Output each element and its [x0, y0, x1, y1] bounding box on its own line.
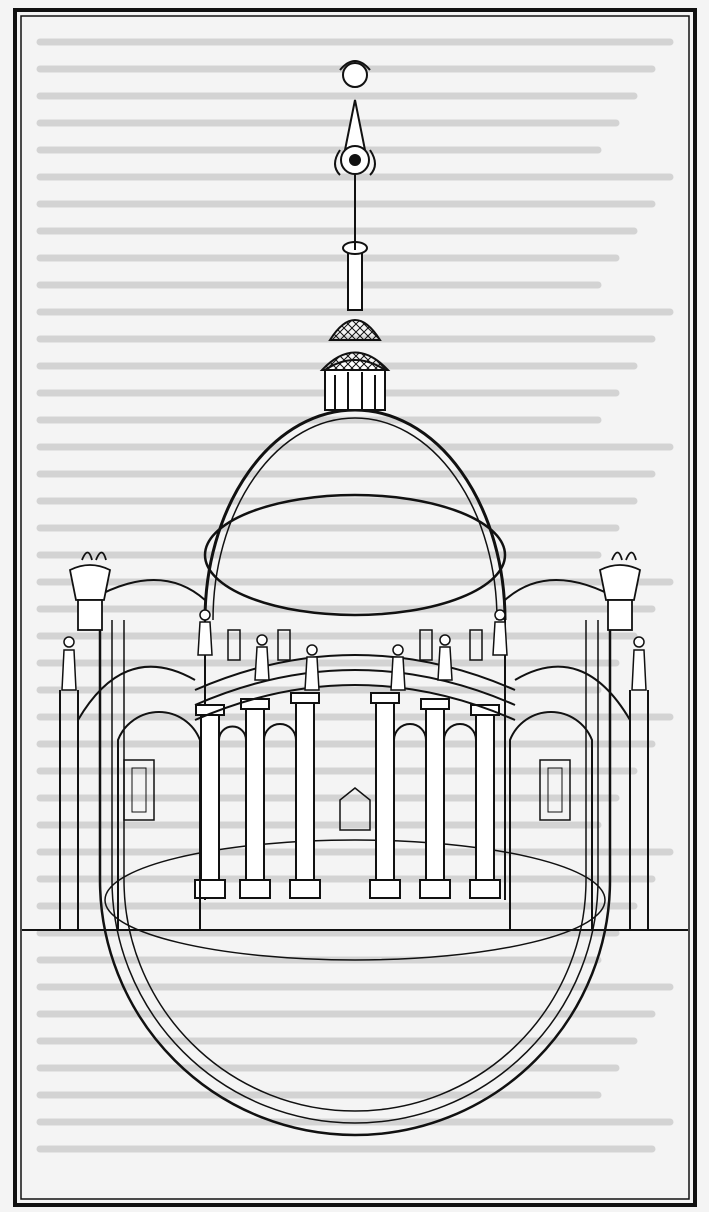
column [369, 692, 401, 899]
arch [263, 723, 297, 760]
column [469, 704, 501, 899]
inner-frame [20, 15, 690, 1200]
column [194, 704, 226, 899]
oval-plan-outline [98, 620, 612, 1137]
arch [393, 723, 427, 760]
pillar-figures [61, 636, 647, 691]
side-porticoes [59, 579, 649, 930]
cornice-ring [194, 654, 516, 721]
statue [492, 609, 508, 656]
column [289, 692, 321, 899]
arch [443, 723, 477, 760]
lantern [319, 60, 391, 411]
urns [68, 551, 642, 631]
statue [437, 634, 453, 681]
wall-windows [123, 629, 571, 831]
statue [304, 644, 320, 691]
column [419, 698, 451, 899]
floor-outline [104, 839, 606, 961]
statue [390, 644, 406, 691]
outer-frame [13, 8, 697, 1207]
arch [218, 725, 247, 760]
cornice-statues [197, 609, 508, 691]
statue [197, 609, 213, 656]
colonnade [194, 692, 501, 899]
statue [254, 634, 270, 681]
